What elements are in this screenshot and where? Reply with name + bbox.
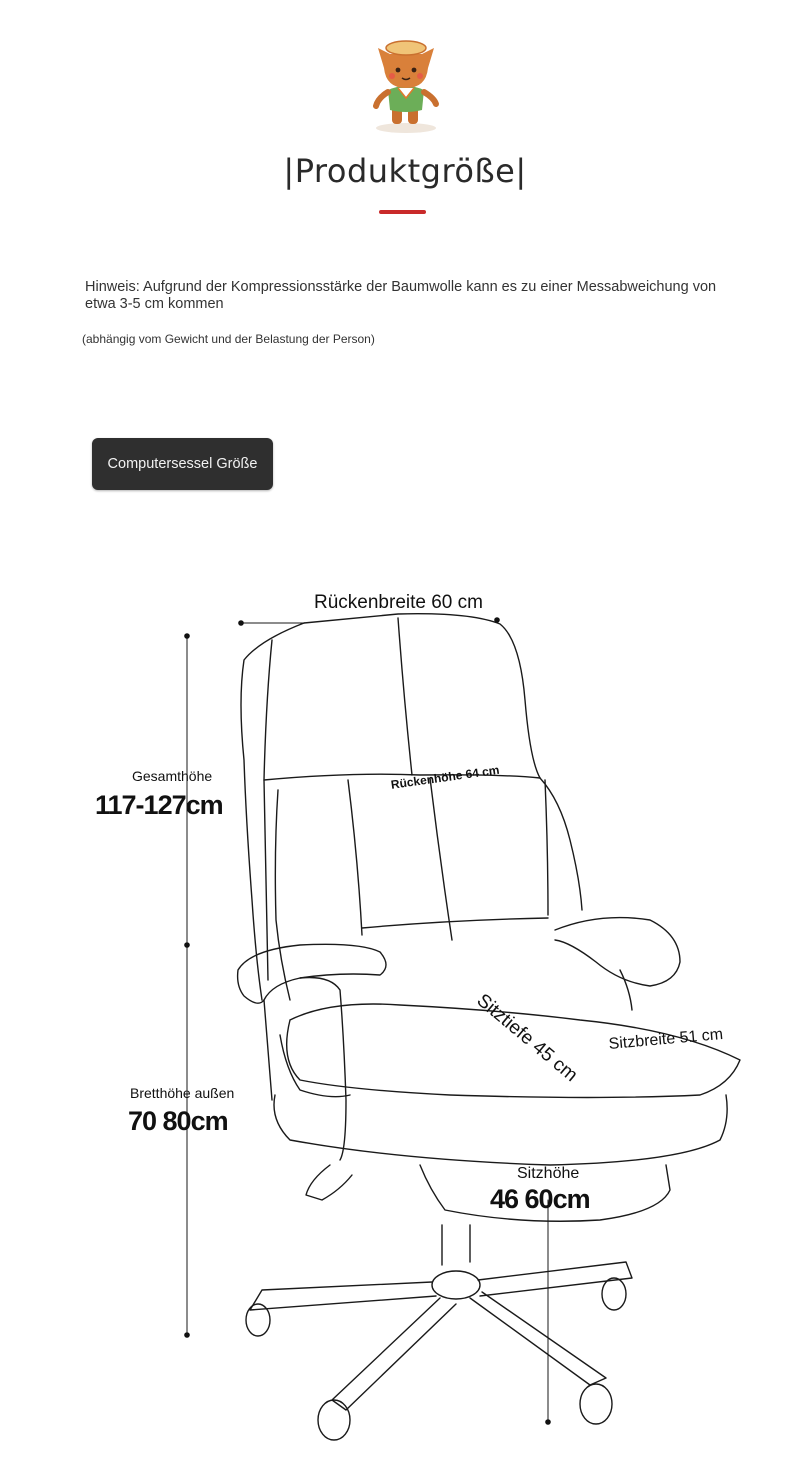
section-tag: Computersessel Größe <box>92 438 273 490</box>
label-backrest-width: Rückenbreite 60 cm <box>314 592 483 613</box>
measurement-subnotice: (abhängig vom Gewicht und der Belastung … <box>82 332 375 346</box>
label-seat-height: Sitzhöhe <box>517 1165 580 1182</box>
page-title: |Produktgröße| <box>283 152 527 190</box>
value-total-height: 117-127cm <box>95 790 224 820</box>
value-seat-height: 46 60cm <box>490 1184 591 1214</box>
label-total-height: Gesamthöhe <box>132 768 213 784</box>
mascot-icon <box>368 38 444 134</box>
chair-diagram <box>184 613 741 1441</box>
measurement-notice: Hinweis: Aufgrund der Kompressionsstärke… <box>85 279 717 312</box>
label-armrest-height: Bretthöhe außen <box>130 1085 235 1101</box>
value-armrest-height: 70 80cm <box>128 1106 229 1136</box>
title-underline <box>379 210 426 214</box>
